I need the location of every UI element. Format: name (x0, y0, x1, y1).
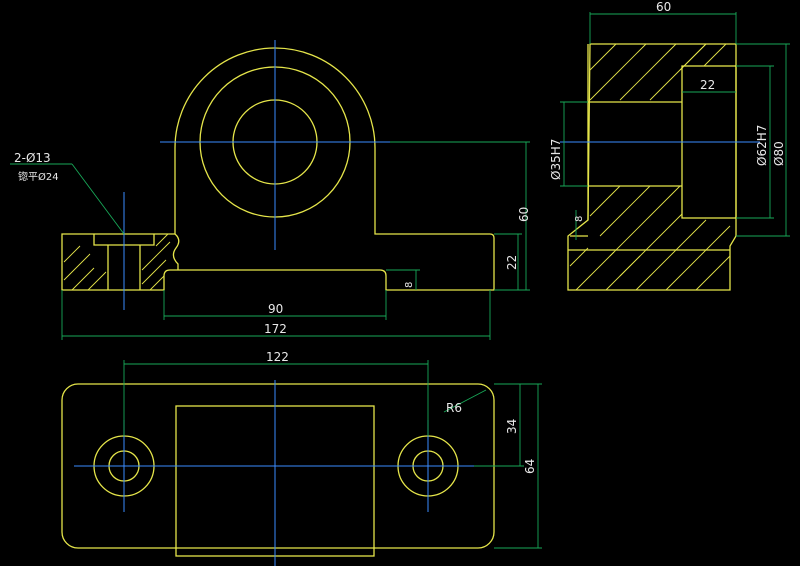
dim-height-22: 22 (505, 255, 519, 270)
dim-width-172: 172 (264, 322, 287, 336)
dim-spacing-122: 122 (266, 350, 289, 364)
side-view: 60 22 Ø35H7 Ø62H7 Ø80 8 (549, 0, 790, 291)
dim-bore-35: Ø35H7 (549, 139, 563, 180)
leader-r6 (443, 389, 487, 413)
dim-width-34: 34 (505, 419, 519, 434)
dim-bore-62: Ø62H7 (755, 125, 769, 166)
leader-hole-diag (71, 163, 125, 235)
front-hatch (63, 233, 171, 291)
dim-height-8: 8 (404, 282, 415, 288)
front-view: 2-Ø13 锪平Ø24 60 22 8 90 172 (10, 40, 531, 340)
dim-counterbore-spec: 锪平Ø24 (18, 170, 59, 183)
dim-side-depth-22: 22 (700, 78, 715, 92)
top-view: 122 R6 34 64 (61, 350, 542, 566)
dim-hole-spec: 2-Ø13 (14, 151, 51, 165)
front-view-outline (61, 47, 495, 291)
dim-dia-80: Ø80 (772, 141, 786, 166)
side-hatch (569, 43, 731, 291)
dim-radius-r6: R6 (446, 401, 462, 415)
dim-width-90: 90 (268, 302, 283, 316)
dim-width-64: 64 (523, 459, 537, 474)
dim-side-base-8: 8 (574, 216, 585, 222)
front-break-line (172, 233, 180, 270)
dim-height-60: 60 (517, 207, 531, 222)
dim-side-width-60: 60 (656, 0, 671, 14)
